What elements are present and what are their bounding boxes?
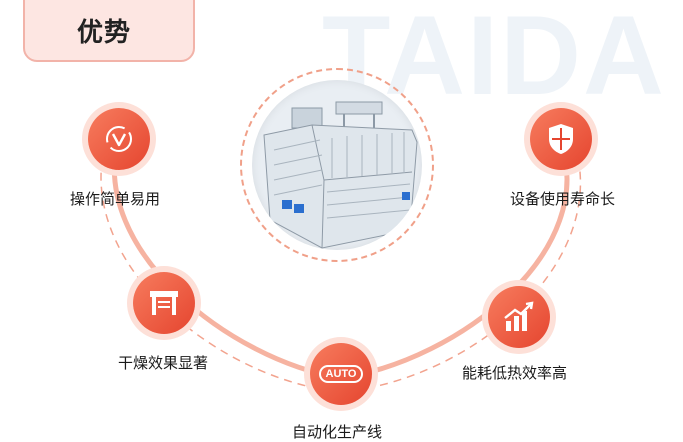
feature-label-long-life: 设备使用寿命长 [510, 190, 616, 208]
feature-label-ease-of-use: 操作简单易用 [70, 190, 161, 208]
dryer-machine-image [252, 80, 422, 250]
feature-label-energy-efficiency: 能耗低热效率高 [462, 364, 568, 382]
feature-label-drying-effect: 干燥效果显著 [118, 354, 209, 372]
feature-node-drying-effect [133, 272, 195, 334]
center-dashed-ring [240, 68, 434, 262]
title-tab [23, 0, 195, 62]
shield-icon [549, 124, 573, 154]
feature-node-ease-of-use [88, 108, 150, 170]
feature-node-energy-efficiency [488, 286, 550, 348]
page-title: 优势 [77, 18, 132, 48]
feature-node-long-life [530, 108, 592, 170]
v-cycle-icon [106, 126, 132, 152]
growth-chart-icon [504, 301, 534, 331]
auto-badge-icon: AUTO [318, 365, 364, 383]
dryer-table-icon [150, 291, 178, 315]
feature-node-automation: AUTO [310, 343, 372, 405]
feature-label-automation: 自动化生产线 [292, 423, 383, 441]
